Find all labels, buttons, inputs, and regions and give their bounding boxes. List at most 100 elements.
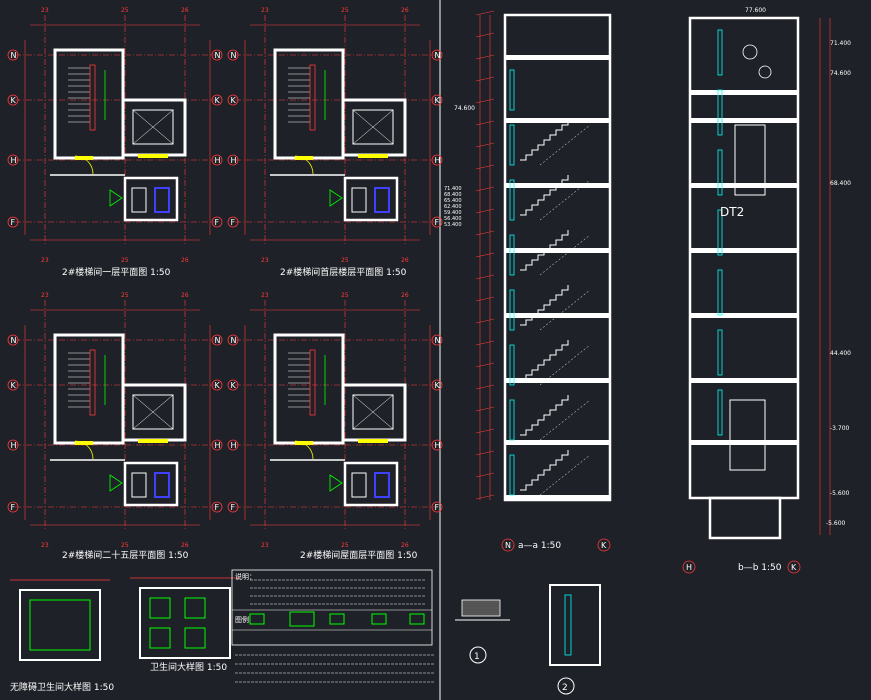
axis-row-label: K — [231, 381, 237, 390]
axis-row-label: H — [215, 441, 221, 450]
elevation-label: -5.600 — [830, 490, 850, 497]
stair-flight — [520, 120, 569, 161]
door-swing — [294, 440, 314, 460]
dim-tick — [475, 230, 495, 236]
axis-row-label: N — [11, 336, 17, 345]
toilet-fixture — [374, 472, 390, 498]
notes-lines — [235, 579, 435, 683]
toilet-fixture — [351, 187, 367, 213]
axis-col-label: 26 — [181, 7, 189, 14]
toilet-wall — [343, 176, 399, 222]
toilet-wall — [123, 461, 179, 507]
axis-bubble — [431, 379, 443, 391]
axis-bubble — [787, 560, 801, 574]
axis-bubble — [682, 560, 696, 574]
lift-car — [132, 109, 174, 145]
stair-handrail — [89, 64, 96, 131]
axis-col-label: 23 — [41, 542, 49, 549]
elevation-label: 68.400 — [830, 180, 851, 187]
axis-row-label: F — [435, 503, 440, 512]
axis-bubble — [7, 379, 19, 391]
dim-tick — [475, 318, 495, 324]
axis-col-label: 25 — [121, 7, 129, 14]
stair-handrail — [309, 349, 316, 416]
stair-handrail — [89, 349, 96, 416]
axis-row-label: F — [231, 503, 236, 512]
detail-2-label: 2 — [562, 683, 568, 693]
plan3-title: 2#楼梯间二十五层平面图 1:50 — [62, 549, 189, 561]
dim-tick — [475, 54, 495, 60]
axis-row-label: K — [11, 381, 17, 390]
window-strip — [509, 69, 515, 111]
axis-bubble — [7, 501, 19, 513]
floor-slab — [505, 313, 610, 318]
lift-shaft-wall — [121, 383, 187, 442]
exit-arrow — [329, 474, 343, 492]
lift-label: DT2 — [720, 205, 745, 219]
elevation-label: 65.400 — [444, 198, 462, 204]
window-strip — [509, 124, 515, 166]
elevation-label: 74.600 — [830, 70, 851, 77]
axis-col-label: 23 — [261, 7, 269, 14]
axis-bubble — [211, 501, 223, 513]
section-a-frame — [503, 13, 612, 502]
lift-car-x — [352, 109, 394, 145]
axis-col-label: 25 — [341, 257, 349, 264]
lift-shaft-wall — [341, 98, 407, 157]
floor-slab — [505, 495, 610, 500]
elevation-label: 62.400 — [444, 204, 462, 210]
elevation-bottom: -5.600 — [826, 520, 846, 527]
lift-shaft-wall — [121, 98, 187, 157]
dim-tick — [475, 120, 495, 126]
axis-bubble — [431, 334, 443, 346]
floor-slab — [690, 90, 798, 95]
floor-slab — [505, 55, 610, 60]
floor-slab — [690, 378, 798, 383]
door-swing — [74, 440, 94, 460]
axis-bubble — [211, 334, 223, 346]
axis-col-label: 26 — [181, 542, 189, 549]
axis-row-label: H — [215, 156, 221, 165]
dim-tick — [475, 340, 495, 346]
axis-row-label: N — [231, 336, 237, 345]
dim-tick — [475, 208, 495, 214]
elevation-label: 44.400 — [830, 350, 851, 357]
axis-bubble — [211, 379, 223, 391]
axis-col-label: 25 — [341, 292, 349, 299]
dim-tick — [475, 296, 495, 302]
notes-box — [231, 569, 433, 646]
floor-slab — [690, 440, 798, 445]
axis-bubble — [227, 501, 239, 513]
axis-bubble — [227, 334, 239, 346]
axis-col-label: 25 — [121, 542, 129, 549]
lift-car — [734, 124, 766, 196]
toilet-fixture — [351, 472, 367, 498]
stair-flight — [520, 340, 569, 381]
axis-bubble — [7, 49, 19, 61]
axis-row-label: K — [215, 96, 221, 105]
stair-hidden — [539, 124, 591, 166]
axis-row-label: H — [231, 441, 237, 450]
elevation-label: 59.400 — [444, 210, 462, 216]
axis-bubble — [431, 154, 443, 166]
window-strip — [509, 234, 515, 276]
axis-bubble — [211, 49, 223, 61]
lift-car — [352, 109, 394, 145]
elevation-label: 56.400 — [444, 216, 462, 222]
elevation-label: 71.400 — [444, 186, 462, 192]
lift-car-x — [132, 394, 174, 430]
stair-flight — [520, 450, 569, 491]
door-strip — [717, 389, 723, 436]
axis-bubble — [211, 216, 223, 228]
plan2-title: 2#楼梯间首层楼层平面图 1:50 — [280, 266, 407, 278]
axis-row-label: H — [435, 441, 441, 450]
axis-label: H — [686, 563, 692, 572]
lift-door — [138, 439, 168, 443]
axis-bubble — [227, 216, 239, 228]
axis-label: K — [791, 563, 797, 572]
axis-label: N — [505, 541, 511, 550]
axis-bubble — [7, 334, 19, 346]
axis-col-label: 26 — [181, 292, 189, 299]
exit-arrow — [109, 474, 123, 492]
